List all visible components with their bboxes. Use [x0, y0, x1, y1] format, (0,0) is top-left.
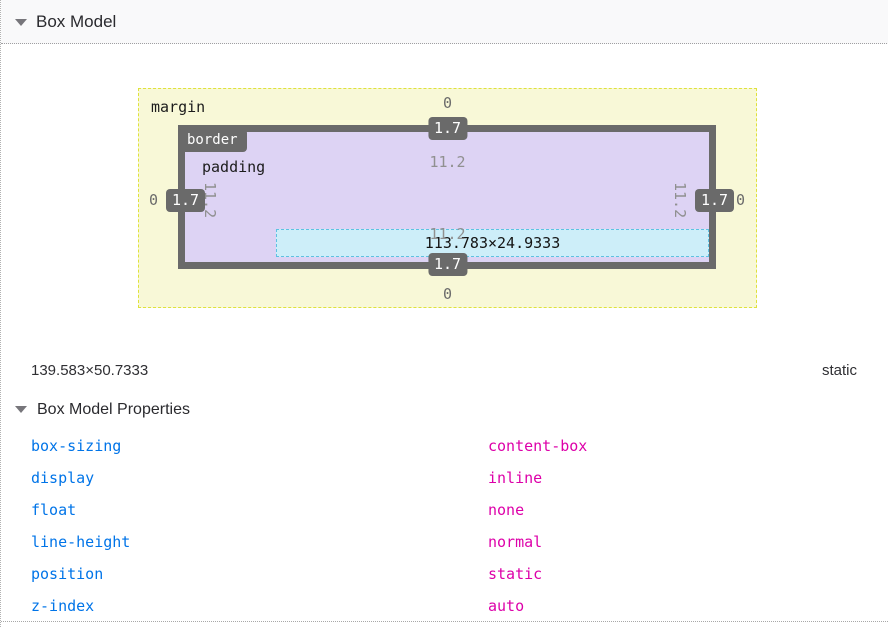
- panel-bottom-divider: [1, 621, 888, 622]
- border-top-value[interactable]: 1.7: [427, 117, 468, 140]
- property-value: normal: [488, 533, 543, 551]
- property-name: box-sizing: [31, 437, 122, 455]
- margin-top-value[interactable]: 0: [442, 94, 453, 112]
- property-name: display: [31, 469, 95, 487]
- element-dimensions: 139.583×50.7333: [31, 362, 149, 379]
- property-name: line-height: [31, 533, 131, 551]
- property-value: none: [488, 501, 525, 519]
- properties-list: box-sizing content-box display inline fl…: [1, 430, 888, 622]
- content-region[interactable]: 113.783×24.9333: [276, 229, 709, 257]
- margin-bottom-value[interactable]: 0: [442, 285, 453, 303]
- property-value: inline: [488, 469, 543, 487]
- property-row: line-height normal: [1, 526, 888, 558]
- border-bottom-value[interactable]: 1.7: [427, 253, 468, 276]
- padding-right-value[interactable]: 11.2: [671, 181, 689, 219]
- padding-bottom-value[interactable]: 11.2: [429, 225, 466, 243]
- margin-right-value[interactable]: 0: [736, 191, 746, 209]
- margin-left-value[interactable]: 0: [149, 191, 159, 209]
- padding-top-value[interactable]: 11.2: [429, 153, 466, 171]
- property-name: float: [31, 501, 77, 519]
- border-left-value[interactable]: 1.7: [166, 189, 206, 212]
- element-position: static: [821, 362, 857, 379]
- margin-region[interactable]: margin 0 0 0 0 113.783×24.9333 border pa…: [138, 88, 757, 308]
- property-row: z-index auto: [1, 590, 888, 622]
- property-value: static: [488, 565, 543, 583]
- border-right-value[interactable]: 1.7: [695, 189, 735, 212]
- property-row: box-sizing content-box: [1, 430, 888, 462]
- box-model-section-header[interactable]: Box Model: [1, 0, 888, 44]
- collapse-arrow-icon: [15, 19, 27, 26]
- box-model-properties-header[interactable]: Box Model Properties: [1, 396, 888, 424]
- border-label-badge: border: [178, 129, 247, 152]
- collapse-arrow-icon: [15, 406, 27, 413]
- property-value: auto: [488, 597, 525, 615]
- property-row: display inline: [1, 462, 888, 494]
- box-model-title: Box Model: [36, 12, 117, 31]
- property-row: float none: [1, 494, 888, 526]
- property-row: position static: [1, 558, 888, 590]
- property-name: z-index: [31, 597, 95, 615]
- border-region[interactable]: 113.783×24.9333: [178, 125, 716, 269]
- margin-label: margin: [151, 98, 206, 116]
- property-value: content-box: [488, 437, 588, 455]
- property-name: position: [31, 565, 104, 583]
- box-model-properties-title: Box Model Properties: [37, 401, 190, 418]
- padding-left-value[interactable]: 11.2: [201, 181, 219, 219]
- padding-label: padding: [202, 158, 266, 176]
